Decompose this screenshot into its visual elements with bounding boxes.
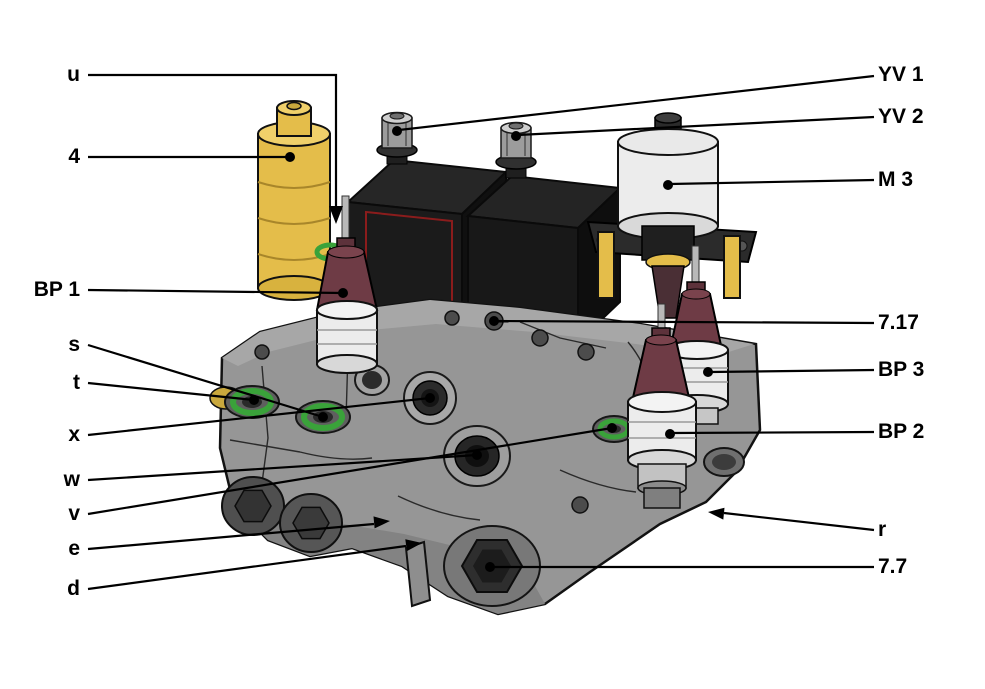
label-yv2: YV 2 (878, 105, 924, 128)
label-s: s (68, 333, 80, 356)
assembly (209, 100, 762, 616)
label-bp1: BP 1 (33, 278, 80, 301)
leader-v (87, 426, 613, 516)
dot-w (472, 450, 482, 460)
leader-r (723, 511, 875, 532)
leader-endpoints (249, 126, 725, 572)
leader-t (87, 381, 255, 402)
leader-yv2 (517, 115, 875, 137)
leader-d (87, 544, 407, 591)
ports-and-seals (209, 310, 636, 514)
label-d: d (67, 577, 80, 600)
leader-e (87, 522, 375, 551)
dot-77 (485, 562, 495, 572)
dot-v (607, 423, 617, 433)
pressure-limiter-bp2 (627, 303, 697, 509)
leader-bp2 (671, 430, 875, 435)
dot-x (425, 393, 435, 403)
dot-717 (489, 316, 499, 326)
dot-s (318, 412, 328, 422)
arrowhead-u (329, 206, 343, 224)
leader-m3 (669, 178, 875, 186)
label-4: 4 (68, 145, 80, 168)
leader-bp1 (87, 288, 344, 295)
dot-4 (285, 152, 295, 162)
label-r: r (878, 518, 887, 541)
arrowhead-d (405, 539, 422, 552)
label-v: v (68, 502, 80, 525)
label-x: x (68, 423, 80, 446)
leader-yv1 (398, 74, 875, 132)
dot-t (249, 395, 259, 405)
label-e: e (68, 537, 80, 560)
label-t: t (73, 371, 80, 394)
label-77: 7.7 (878, 555, 908, 578)
yellow-cylinder-4 (257, 100, 331, 301)
dot-bp3 (703, 367, 713, 377)
label-m3: M 3 (878, 168, 914, 191)
label-yv1: YV 1 (878, 63, 924, 86)
label-717: 7.17 (878, 311, 919, 334)
label-u: u (67, 63, 80, 86)
dot-yv1 (392, 126, 402, 136)
leader-u (88, 73, 338, 206)
dot-m3 (663, 180, 673, 190)
leader-bp3 (709, 368, 875, 374)
label-w: w (63, 468, 80, 491)
arrowhead-r (708, 507, 725, 520)
dot-yv2 (511, 131, 521, 141)
dot-bp1 (338, 288, 348, 298)
leader-lines (87, 73, 875, 591)
pressure-limiter-bp1 (314, 195, 379, 374)
arrowhead-e (373, 516, 390, 529)
leader-s (87, 343, 324, 419)
label-bp3: BP 3 (878, 358, 925, 381)
label-bp2: BP 2 (878, 420, 925, 443)
leader-x (87, 396, 431, 437)
leader-w (87, 453, 478, 482)
leader-717 (495, 319, 875, 325)
dot-bp2 (665, 429, 675, 439)
